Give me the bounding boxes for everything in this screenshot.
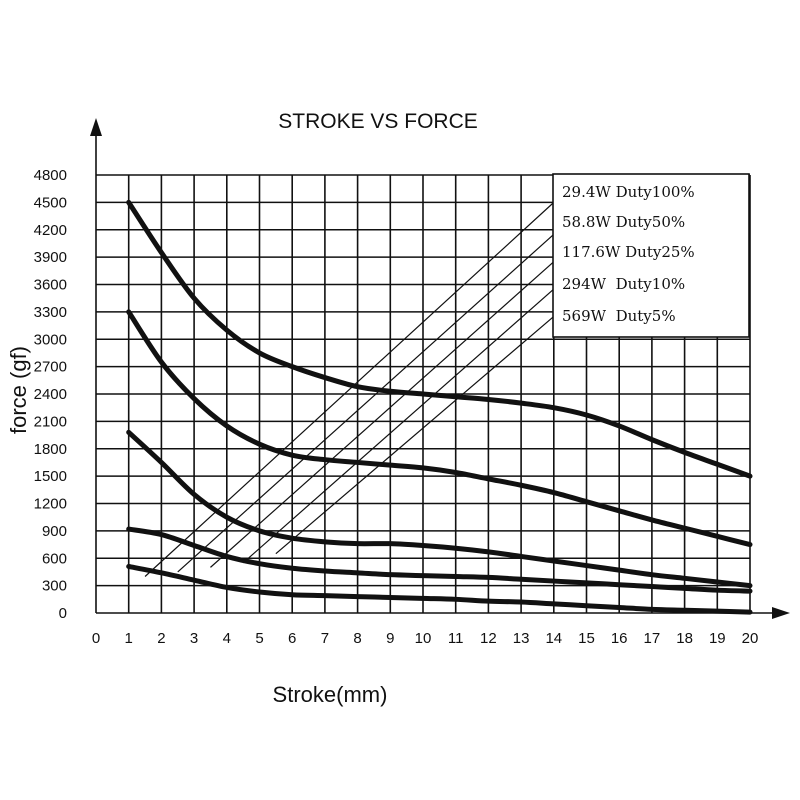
y-tick-label: 2700 <box>34 359 67 376</box>
x-tick-label: 15 <box>578 630 595 647</box>
x-tick-label: 14 <box>545 630 562 647</box>
x-axis-arrow <box>772 607 790 619</box>
x-tick-label: 19 <box>709 630 726 647</box>
legend-box <box>552 173 750 338</box>
y-tick-label: 2400 <box>34 386 67 403</box>
diagonal-reference-line <box>177 233 555 573</box>
y-tick-label: 2100 <box>34 413 67 430</box>
series-layer <box>126 199 753 615</box>
x-axis-title: Stroke(mm) <box>273 682 388 707</box>
x-tick-label: 5 <box>255 630 263 647</box>
x-tick-label: 10 <box>415 630 432 647</box>
x-tick-label: 2 <box>157 630 165 647</box>
x-tick-label: 11 <box>448 630 464 647</box>
y-tick-label: 600 <box>42 550 67 567</box>
series-line-1 <box>126 199 753 479</box>
y-tick-label: 900 <box>42 523 67 540</box>
y-tick-label: 1500 <box>34 468 67 485</box>
legend-entry: 58.8W Duty50% <box>562 213 685 231</box>
x-tick-label: 9 <box>386 630 394 647</box>
y-tick-label: 3300 <box>34 304 67 321</box>
legend-entry: 29.4W Duty100% <box>562 183 695 201</box>
series-line-5 <box>126 563 753 615</box>
x-tick-label: 12 <box>480 630 497 647</box>
x-tick-label: 8 <box>353 630 361 647</box>
x-tick-label: 3 <box>190 630 198 647</box>
y-tick-label: 1200 <box>34 496 67 513</box>
legend-entry: 569W Duty5% <box>562 307 676 325</box>
y-tick-label: 3900 <box>34 249 67 266</box>
x-tick-label: 1 <box>125 630 133 647</box>
x-tick-label: 18 <box>676 630 693 647</box>
diagonal-reference-line <box>144 201 555 577</box>
y-tick-label: 4200 <box>34 222 67 239</box>
y-tick-label: 4500 <box>34 194 67 211</box>
y-tick-label: 0 <box>59 605 67 622</box>
diagonal-reference-line <box>242 288 555 564</box>
chart-title: STROKE VS FORCE <box>278 110 478 133</box>
diagonal-reference-line <box>210 261 555 568</box>
legend-entry: 117.6W Duty25% <box>562 243 695 261</box>
axes-layer <box>90 118 790 619</box>
x-tick-label: 0 <box>92 630 100 647</box>
y-tick-label: 4800 <box>34 167 67 184</box>
series-line-4 <box>126 526 753 594</box>
legend: 29.4W Duty100% 58.8W Duty50% 117.6W Duty… <box>552 173 750 338</box>
diagonal-lines-layer <box>144 201 555 577</box>
y-tick-label: 3000 <box>34 331 67 348</box>
y-tick-label: 3600 <box>34 277 67 294</box>
series-line-2 <box>126 309 753 548</box>
series-line-3 <box>126 429 753 589</box>
y-axis-title: force (gf) <box>6 346 31 434</box>
diagonal-reference-line <box>275 315 555 555</box>
x-tick-label: 20 <box>742 630 759 647</box>
y-tick-label: 1800 <box>34 441 67 458</box>
x-tick-label: 6 <box>288 630 296 647</box>
legend-entry: 294W Duty10% <box>562 275 685 293</box>
y-axis-arrow <box>90 118 102 136</box>
x-tick-label: 4 <box>223 630 231 647</box>
x-tick-label: 13 <box>513 630 530 647</box>
x-tick-label: 7 <box>321 630 329 647</box>
x-tick-label: 17 <box>644 630 661 647</box>
y-tick-label: 300 <box>42 578 67 595</box>
x-tick-label: 16 <box>611 630 628 647</box>
